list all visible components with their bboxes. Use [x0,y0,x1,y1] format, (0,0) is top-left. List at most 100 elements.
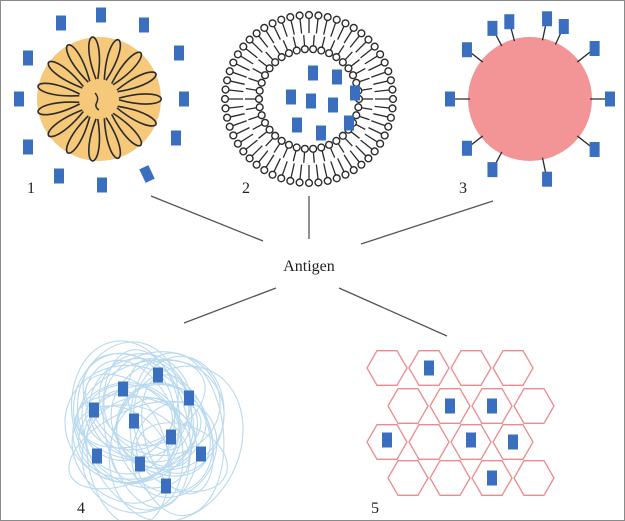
antigen-block [184,390,194,406]
lipid-head [338,131,347,140]
hexagon-cell [408,350,450,386]
lipid-head [341,170,350,179]
lipid-head [300,144,309,153]
lipid-head [254,94,264,104]
antigen-block [286,89,296,105]
antigen-block [92,448,102,464]
lipid-head [323,13,332,22]
lipid-head [376,50,385,59]
lipid-loop [47,109,84,138]
polymer-strand [129,352,225,517]
antigen-block [508,434,518,450]
particle-core [468,37,592,161]
lipid-head [221,104,230,113]
antigen-block [589,41,600,57]
hexagon-cell [513,388,555,424]
lipid-head [332,15,341,24]
lipid-head [239,147,248,156]
polymer-strand [98,352,192,447]
lipid-loop [118,93,162,105]
lipid-head [349,166,358,175]
lipid-loop [37,101,81,116]
antigen-block [461,140,472,156]
liposome-antigen-icon [220,10,398,188]
panel-label-2: 2 [242,180,250,197]
lipid-head [344,64,353,73]
antigen-block [424,360,434,376]
lipid-head [357,29,366,38]
polymer-strand [76,358,206,449]
polymer-network-antigen-icon [64,340,244,520]
lipid-head [271,58,280,67]
lipid-loop [65,115,91,154]
lipid-loop [88,118,101,162]
lipid-head [233,139,242,148]
antigen-block [542,171,553,187]
antigen-block [153,367,163,383]
particle-antigen-icon [445,11,615,187]
lipid-head [295,178,304,187]
hexagon-cell [471,460,513,496]
antigen-block [308,65,318,81]
lipid-head [268,170,277,179]
lipid-head [376,139,385,148]
antigen-block [558,18,569,34]
hexagon-cell [450,424,492,460]
antigen-block [96,7,106,23]
connector-line [183,287,277,324]
lipid-head [324,140,334,149]
antigen-block [461,42,472,58]
antigen-block [487,20,498,36]
lipid-head [352,111,361,120]
lipid-head [239,42,248,51]
lipid-head [252,160,261,169]
antigen-block [487,470,497,486]
antigen-block [382,432,392,448]
lipid-head [223,76,232,85]
hexagon-cell [513,460,555,496]
lipid-loop [65,44,91,83]
antigen-center-label: Antigen [283,258,335,275]
antigen-block [487,398,497,414]
antigen-block [174,45,184,61]
connector-line [338,287,448,337]
lipid-head [225,67,234,76]
antigen-block [97,177,107,193]
antigen-block [328,97,338,113]
hexagon-cell [366,424,408,460]
connector-line [360,200,494,245]
lipid-head [338,58,347,67]
polymer-strand [103,351,221,457]
lipid-head [349,23,358,32]
connector-lines [150,195,494,337]
hexagon-cell [408,424,450,460]
panel-label-5: 5 [371,500,379,517]
hexagonal-lattice-antigen-icon [366,350,555,496]
lipid-head [245,35,254,44]
hexagon-cell [450,350,492,386]
polymer-strand [78,383,207,480]
lipid-loop [116,71,157,93]
polymer-strand [85,384,173,451]
lipid-head [388,104,397,113]
lipid-head [292,46,301,55]
lipid-head [252,29,261,38]
antigen-block [179,91,189,107]
panel-label-1: 1 [27,180,35,197]
lipid-loop [110,51,143,86]
antigen-block [89,402,99,418]
hexagon-cell [492,350,534,386]
antigen-block [54,168,64,184]
antigen-block [118,381,128,397]
lipid-head [295,11,304,20]
lipid-head [317,143,326,152]
lipid-head [300,45,309,54]
lipid-head [292,143,301,152]
lipid-head [257,78,266,87]
lipid-head [221,85,230,94]
antigen-block [129,413,139,429]
lipid-head [271,131,280,140]
antigen-block [23,50,33,66]
lipid-head [225,122,234,131]
hexagon-cell [366,350,408,386]
